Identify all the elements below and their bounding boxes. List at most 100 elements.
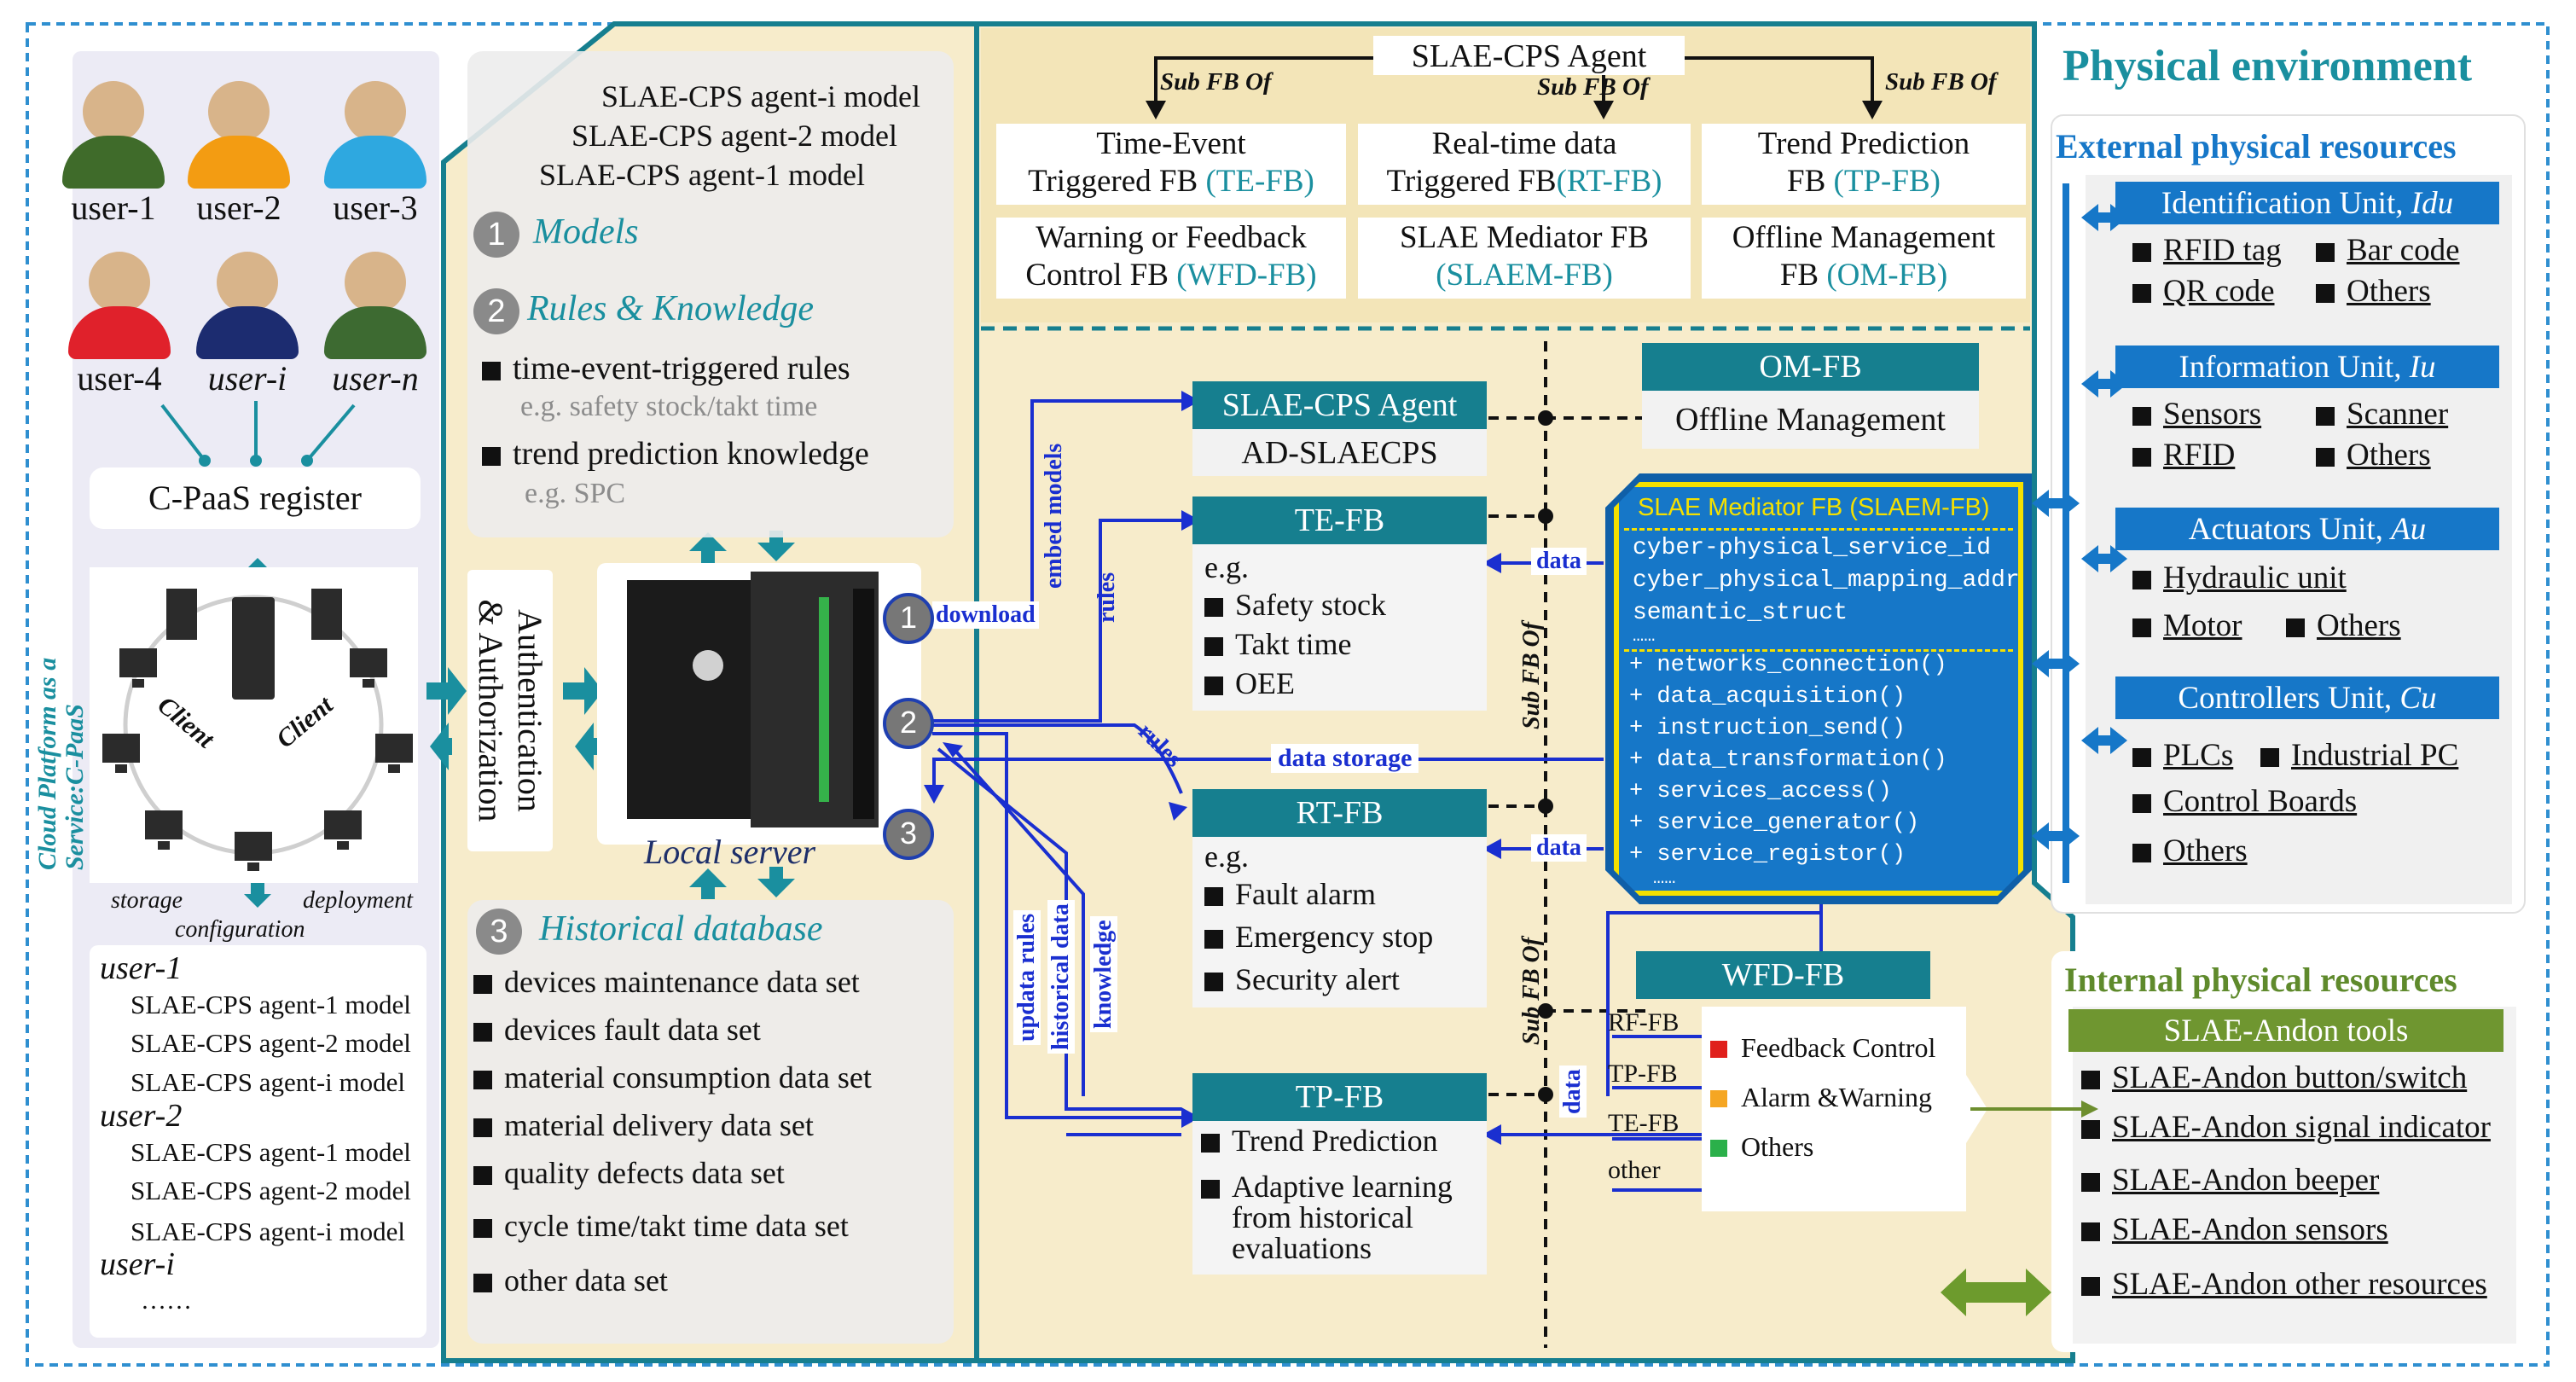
sub-fb-label: Sub FB Of	[1885, 68, 1997, 96]
wfd-input: RF-FB	[1608, 1008, 1680, 1036]
unit-item: Sensors	[2132, 396, 2261, 433]
unit-title-bar-au[interactable]: Actuators Unit, Au	[2115, 508, 2499, 550]
rt-item: Security alert	[1204, 961, 1400, 997]
wfd-title: WFD-FB	[1721, 957, 1845, 993]
hist-item: material delivery data set	[473, 1107, 814, 1143]
rt-title-bar[interactable]: RT-FB	[1192, 789, 1487, 837]
andon-item: SLAE-Andon button/switch	[2081, 1060, 2467, 1096]
mediator-attr: semantic_struct	[1633, 600, 1848, 626]
fb-card-te[interactable]: Time-Event Triggered FB (TE-FB)	[996, 124, 1346, 205]
knowledge-label: knowledge	[1090, 916, 1117, 1032]
wfd-output-shape	[1702, 1007, 1987, 1211]
user-label: user-n	[332, 359, 419, 398]
wfd-input: TP-FB	[1608, 1060, 1678, 1088]
fb-card-om[interactable]: Offline Management FB (OM-FB)	[1702, 218, 2026, 299]
wfd-input: other	[1608, 1156, 1661, 1184]
unit-title-bar-idu[interactable]: Identification Unit, Idu	[2115, 182, 2499, 224]
user-1-heading: user-1	[100, 950, 183, 986]
user-i-avatar[interactable]: user-i	[183, 252, 311, 397]
unit-item: Others	[2286, 607, 2401, 644]
sub-fb-label: Sub FB Of	[1537, 73, 1649, 101]
orange-swatch-icon	[1710, 1090, 1727, 1107]
user-2-avatar[interactable]: user-2	[175, 81, 303, 226]
storage-label: storage	[111, 887, 183, 914]
unit-abbr: Cu	[2399, 681, 2437, 716]
user-4-avatar[interactable]: user-4	[55, 252, 183, 397]
mediator-method: + networks_connection()	[1629, 653, 1947, 678]
fb-card-abbr: (OM-FB)	[1826, 258, 1948, 293]
sub-fb-vertical-1: Sub FB Of	[1518, 621, 1545, 729]
ad-title-bar[interactable]: SLAE-CPS Agent	[1192, 381, 1487, 429]
om-sub: Offline Management	[1675, 402, 1946, 438]
andon-item: SLAE-Andon other resources	[2081, 1266, 2487, 1303]
data-storage-label: data storage	[1271, 744, 1419, 773]
server-port-3[interactable]: 3	[883, 809, 934, 860]
fb-card-line: FB	[1787, 164, 1834, 199]
user-n-avatar[interactable]: user-n	[311, 252, 439, 397]
te-title: TE-FB	[1294, 502, 1385, 538]
rule-2: trend prediction knowledge	[482, 435, 869, 473]
server-port-1[interactable]: 1	[883, 593, 934, 644]
model-item: SLAE-CPS agent-2 model	[131, 1028, 411, 1058]
ad-sub-box: AD-SLAECPS	[1192, 429, 1487, 476]
te-item: OEE	[1204, 665, 1295, 701]
fb-card-wfd[interactable]: Warning or Feedback Control FB (WFD-FB)	[996, 218, 1346, 299]
red-swatch-icon	[1710, 1041, 1727, 1058]
unit-item: Control Boards	[2132, 783, 2357, 820]
models-number: 1	[473, 212, 519, 258]
mediator-box[interactable]: SLAE Mediator FB (SLAEM-FB) cyber-physic…	[1614, 482, 2023, 896]
te-title-bar[interactable]: TE-FB	[1192, 496, 1487, 544]
unit-title-bar-iu[interactable]: Information Unit, Iu	[2115, 346, 2499, 388]
unit-title: Actuators Unit,	[2188, 512, 2392, 547]
te-item: Safety stock	[1204, 587, 1386, 623]
unit-title-bar-cu[interactable]: Controllers Unit, Cu	[2115, 676, 2499, 719]
fb-card-rt[interactable]: Real-time data Triggered FB(RT-FB)	[1358, 124, 1691, 205]
local-server-image	[597, 563, 921, 845]
tp-item-cont: from historical	[1232, 1200, 1413, 1234]
unit-title: Controllers Unit,	[2178, 681, 2400, 716]
rule-1: time-event-triggered rules	[482, 350, 850, 387]
rules-number: 2	[473, 288, 519, 334]
wfd-title-bar[interactable]: WFD-FB	[1636, 951, 1930, 999]
fb-card-abbr: (RT-FB)	[1556, 164, 1662, 199]
server-port-2[interactable]: 2	[883, 698, 934, 749]
user-1-avatar[interactable]: user-1	[49, 81, 177, 226]
configuration-label: configuration	[175, 916, 305, 943]
om-title: OM-FB	[1759, 349, 1862, 385]
user-connector-dots	[199, 455, 313, 467]
model-item: SLAE-CPS agent-2 model	[131, 1176, 411, 1205]
fb-card-slaem[interactable]: SLAE Mediator FB (SLAEM-FB)	[1358, 218, 1691, 299]
unit-title: Information Unit,	[2179, 350, 2410, 385]
tp-title-bar[interactable]: TP-FB	[1192, 1073, 1487, 1121]
ad-title: SLAE-CPS Agent	[1221, 387, 1458, 423]
model-item: SLAE-CPS agent-i model	[131, 1217, 406, 1246]
unit-item: Others	[2316, 273, 2431, 310]
user-3-avatar[interactable]: user-3	[311, 81, 439, 226]
client-computers	[102, 589, 413, 871]
mediator-attr: ……	[1633, 625, 1656, 647]
te-eg: e.g.	[1204, 550, 1249, 584]
fb-card-tp[interactable]: Trend Prediction FB (TP-FB)	[1702, 124, 2026, 205]
auth-box[interactable]: Authentication & Authorization	[467, 570, 553, 851]
andon-item: SLAE-Andon beeper	[2081, 1162, 2379, 1199]
andon-title-bar[interactable]: SLAE-Andon tools	[2068, 1009, 2503, 1052]
cpaas-register-label: C-PaaS register	[148, 479, 362, 517]
hist-number: 3	[476, 909, 522, 955]
user-label: user-3	[333, 189, 418, 227]
cpaas-register[interactable]: C-PaaS register	[90, 467, 421, 529]
green-swatch-icon	[1710, 1140, 1727, 1157]
wfd-output-feedback: Feedback Control	[1710, 1032, 1935, 1064]
unit-title: Identification Unit,	[2161, 186, 2411, 221]
om-title-bar[interactable]: OM-FB	[1642, 343, 1979, 391]
andon-item: SLAE-Andon signal indicator	[2081, 1109, 2491, 1146]
unit-item: Scanner	[2316, 396, 2448, 433]
user-label: user-4	[77, 359, 162, 398]
model-line: SLAE-CPS agent-2 model	[571, 119, 897, 153]
mediator-method: + service_generator()	[1629, 810, 1920, 836]
fb-card-line: Trend Prediction	[1757, 126, 1970, 161]
model-item: SLAE-CPS agent-1 model	[131, 1137, 411, 1167]
rt-item: Emergency stop	[1204, 919, 1433, 955]
tp-title: TP-FB	[1295, 1079, 1384, 1115]
te-body: e.g. Safety stock Takt time OEE	[1192, 544, 1487, 711]
